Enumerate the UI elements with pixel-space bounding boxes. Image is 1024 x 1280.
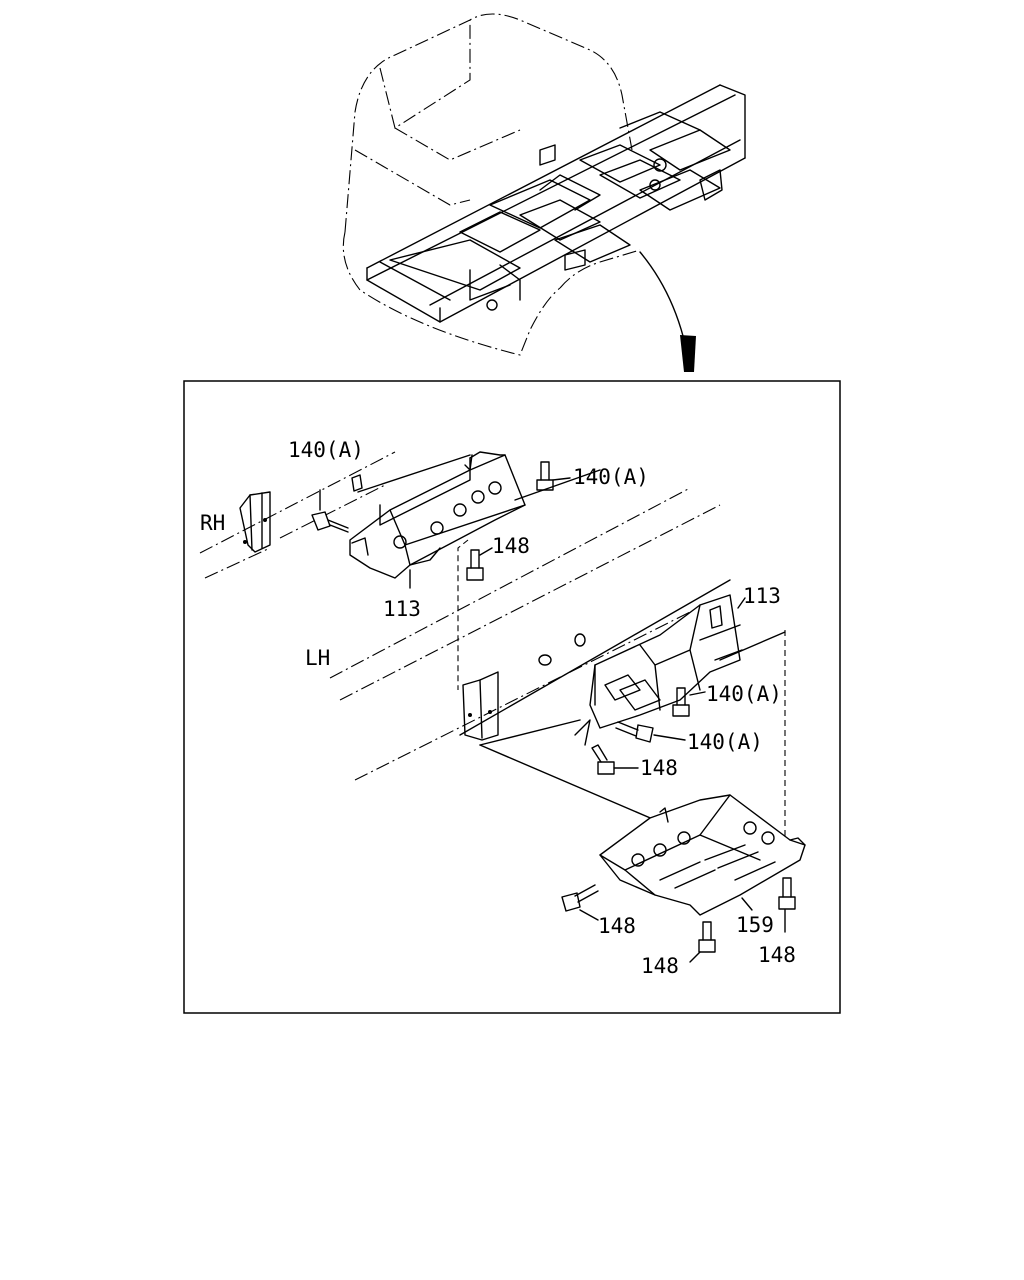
rh-assembly <box>199 451 601 690</box>
label-lh-bolt-148-upper: 148 <box>640 756 678 780</box>
lh-assembly <box>462 594 786 850</box>
label-rh-bolt-140a-right: 140(A) <box>573 465 649 489</box>
label-rh-bracket-113: 113 <box>383 597 421 621</box>
label-lh-bolt-140a-lower: 140(A) <box>687 730 763 754</box>
label-lh-bolt-140a-upper: 140(A) <box>706 682 782 706</box>
label-guard-159: 159 <box>736 913 774 937</box>
detail-frame <box>183 380 841 1014</box>
label-guard-bolt-148-left: 148 <box>598 914 636 938</box>
label-rh: RH <box>200 511 225 535</box>
label-lh-bracket-113: 113 <box>743 584 781 608</box>
label-guard-bolt-148-right: 148 <box>758 943 796 967</box>
vehicle-overview <box>342 13 746 372</box>
label-rh-bolt-148: 148 <box>492 534 530 558</box>
guard-assembly <box>561 794 806 963</box>
label-guard-bolt-148-bottom: 148 <box>641 954 679 978</box>
label-rh-bolt-140a-left: 140(A) <box>288 438 364 462</box>
label-lh: LH <box>305 646 330 670</box>
